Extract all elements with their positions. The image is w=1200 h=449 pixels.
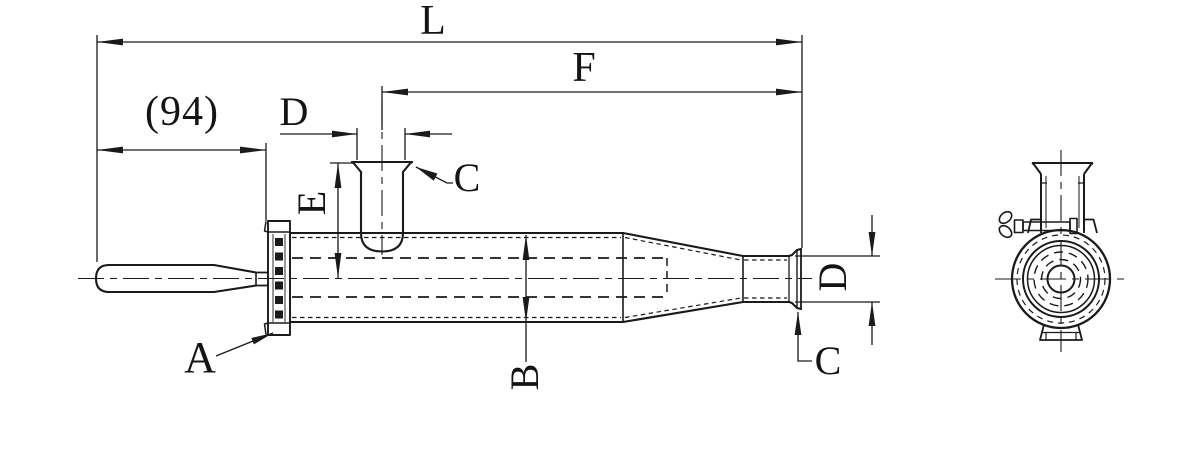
handle-outline — [94, 263, 258, 294]
arrow-C-top — [416, 167, 438, 181]
arrow-F-left — [382, 88, 408, 96]
ext-lines-port-dia — [356, 128, 406, 160]
arrow-B-top — [522, 235, 530, 260]
endview-dashed-ring — [1016, 234, 1106, 324]
dim-label-outlet-diameter: D — [810, 262, 855, 292]
arrow-L-left — [97, 38, 123, 46]
dim-label-overall-length: L — [420, 0, 446, 44]
dim-label-port-to-outlet: F — [572, 45, 596, 91]
endview-port-flare — [1031, 162, 1094, 175]
arrow-Dright-top — [868, 232, 876, 256]
endview-port-inner-walls — [1045, 176, 1080, 228]
end-view — [998, 162, 1112, 341]
endview-body-circle — [1022, 240, 1100, 318]
handle-stub — [255, 271, 269, 287]
arrow-B-bottom — [522, 297, 530, 322]
dim-label-port-ferrule: C — [453, 155, 481, 200]
dim-label-outlet-ferrule: C — [814, 338, 842, 383]
clamp-nub-tabs — [263, 221, 269, 335]
arrow-94-right — [240, 146, 266, 154]
side-view-hidden-lines — [292, 236, 787, 319]
arrow-E-top — [334, 163, 342, 188]
arrow-Dtop-right — [405, 130, 430, 138]
clamp-nub-lines — [268, 231, 290, 324]
dim-label-body-diameter: B — [502, 363, 547, 391]
outlet-tube — [741, 254, 791, 304]
wing-nut-hub — [1013, 219, 1024, 234]
wing-nut-wing-bottom — [998, 224, 1013, 239]
port-tube-walls — [359, 170, 405, 235]
wing-nut-assembly — [998, 210, 1078, 239]
endview-clamp-lugs — [1027, 218, 1098, 234]
side-view-outline — [94, 160, 803, 324]
arrow-94-left — [97, 146, 123, 154]
clamp-bolt-end — [1069, 217, 1078, 235]
body-shell — [288, 231, 625, 324]
endview-hidden-circle-outer — [1033, 251, 1089, 307]
port-dip-tube — [359, 231, 405, 253]
cone-outline — [621, 231, 745, 324]
endview-ferrule-circle — [1026, 244, 1096, 314]
arrowheads — [97, 38, 876, 345]
dim-label-port-height: E — [289, 190, 334, 216]
outlet-ferrule-lip — [787, 247, 803, 311]
cone-bottom-dashed — [624, 297, 742, 319]
left-clamp — [263, 220, 291, 336]
arrow-F-right — [776, 88, 802, 96]
centerlines — [78, 100, 1127, 352]
arrow-E-bottom — [334, 253, 342, 278]
clamp-inner-lines — [272, 234, 286, 322]
arrow-Dtop-left — [332, 130, 357, 138]
dim-label-handle-ref: (94) — [145, 89, 219, 135]
dim-label-end-clamp: A — [184, 333, 216, 382]
arrow-L-right — [776, 38, 802, 46]
arrow-A — [251, 333, 273, 345]
dimensions — [96, 35, 880, 362]
cone-top-dashed — [624, 236, 742, 261]
wing-nut-wing-top — [998, 210, 1013, 225]
dim-label-port-diameter: D — [279, 89, 309, 134]
arrow-Dright-bottom — [868, 302, 876, 326]
ext-lines-outlet-dia — [795, 255, 880, 303]
endview-bottom-hinge — [1039, 324, 1083, 341]
endview-outlet-bore — [1046, 264, 1076, 294]
endview-hidden-circle-inner — [1040, 258, 1082, 300]
arrow-C-right — [794, 312, 802, 335]
clamp-body — [267, 220, 291, 336]
leader-C-right — [797, 312, 812, 362]
